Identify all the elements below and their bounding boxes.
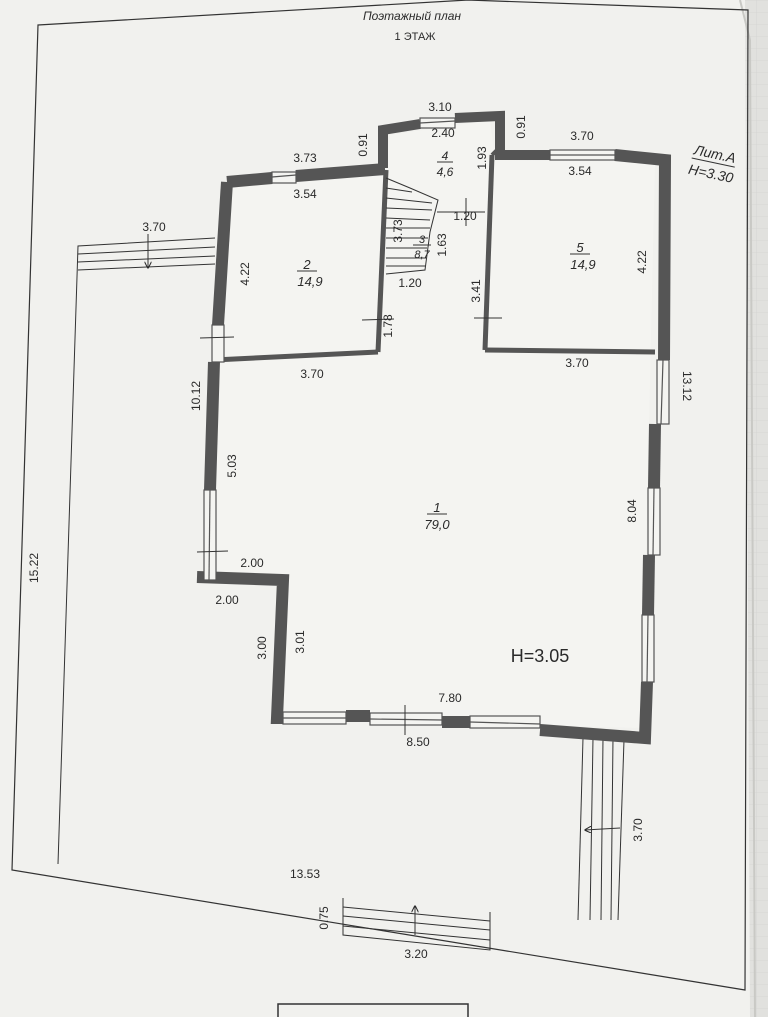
bottom-steps: [342, 898, 491, 951]
dim-3-54-left: 3.54: [293, 187, 317, 201]
room-area: 14,9: [297, 274, 322, 289]
dim-5-03: 5.03: [225, 454, 239, 478]
page-edge: [739, 0, 756, 1017]
dim-1-63: 1.63: [435, 233, 449, 257]
dim-4-22-left: 4.22: [238, 262, 252, 286]
dim-13-12: 13.12: [680, 371, 694, 401]
dim-8-04: 8.04: [625, 499, 639, 523]
dim-3-70-terrace: 3.70: [142, 220, 166, 234]
walls: [196, 110, 672, 745]
dim-8-50: 8.50: [406, 735, 430, 749]
staircase: [385, 177, 485, 275]
terrace-outline: [57, 237, 216, 865]
room-area: 79,0: [424, 517, 450, 532]
room-number: 2: [302, 257, 311, 272]
dim-2-00-a: 2.00: [240, 556, 264, 570]
room-area: 14,9: [570, 257, 595, 272]
terrace-step-2: [77, 255, 216, 263]
dimension-labels: 3.10 2.40 3.73 3.54 3.70 3.54 1.20 1.20 …: [142, 100, 594, 961]
dim-3-10: 3.10: [428, 100, 452, 114]
dim-2-00-b: 2.00: [215, 593, 239, 607]
dim-3-70-steps: 3.70: [631, 818, 645, 842]
dim-1-78: 1.78: [381, 314, 395, 338]
dim-1-20-b: 1.20: [398, 276, 422, 290]
dim-0-91-right: 0.91: [514, 115, 528, 139]
dim-4-22-right: 4.22: [635, 250, 649, 274]
plan-title: Поэтажный план: [363, 9, 461, 23]
room-5: 5 14,9: [570, 240, 596, 272]
room-1: 1 79,0: [424, 500, 450, 532]
room-number: 1: [433, 500, 440, 515]
room-area: 8,7: [414, 249, 430, 261]
dim-10-12: 10.12: [189, 381, 203, 411]
room-4: 4 4,6: [437, 149, 454, 179]
right-steps: [577, 737, 625, 921]
dim-3-20: 3.20: [404, 947, 428, 961]
dim-7-80: 7.80: [438, 691, 462, 705]
floor-fill: [205, 120, 655, 728]
site-boundary: [11, 0, 749, 991]
next-sheet-edge: [277, 1003, 469, 1017]
terrace-step-1: [77, 246, 216, 255]
dim-2-40: 2.40: [431, 126, 455, 140]
ceiling-height: H=3.05: [511, 646, 570, 666]
floor-label: 1 ЭТАЖ: [395, 31, 436, 43]
dim-3-00: 3.00: [255, 636, 269, 660]
room-2: 2 14,9: [297, 257, 323, 289]
dimension-labels-vertical: 0.91 0.91 1.93 3.73 1.63 4.22 4.22 3.41 …: [27, 115, 694, 930]
dim-13-53: 13.53: [290, 867, 320, 881]
dim-3-70-mid-right: 3.70: [565, 356, 589, 370]
dim-15-22: 15.22: [27, 553, 41, 583]
dim-3-41: 3.41: [469, 279, 483, 303]
dim-1-20-a: 1.20: [453, 209, 477, 223]
room-3: 3 8,7: [413, 234, 431, 261]
dim-3-73-top: 3.73: [293, 151, 317, 165]
room-number: 5: [576, 240, 584, 255]
room-number: 4: [442, 149, 449, 163]
dim-0-75: 0.75: [317, 906, 331, 930]
dim-3-54-right: 3.54: [568, 164, 592, 178]
windows: [203, 117, 670, 729]
dim-0-91-left: 0.91: [356, 133, 370, 157]
room-number: 3: [419, 234, 426, 246]
dim-3-01: 3.01: [293, 630, 307, 654]
room-area: 4,6: [437, 165, 454, 179]
dimension-ticks: [196, 198, 502, 735]
dim-3-70-mid-left: 3.70: [300, 367, 324, 381]
dim-3-70-right-top: 3.70: [570, 129, 594, 143]
dim-3-73-stair: 3.73: [391, 219, 405, 243]
dim-1-93: 1.93: [475, 146, 489, 170]
